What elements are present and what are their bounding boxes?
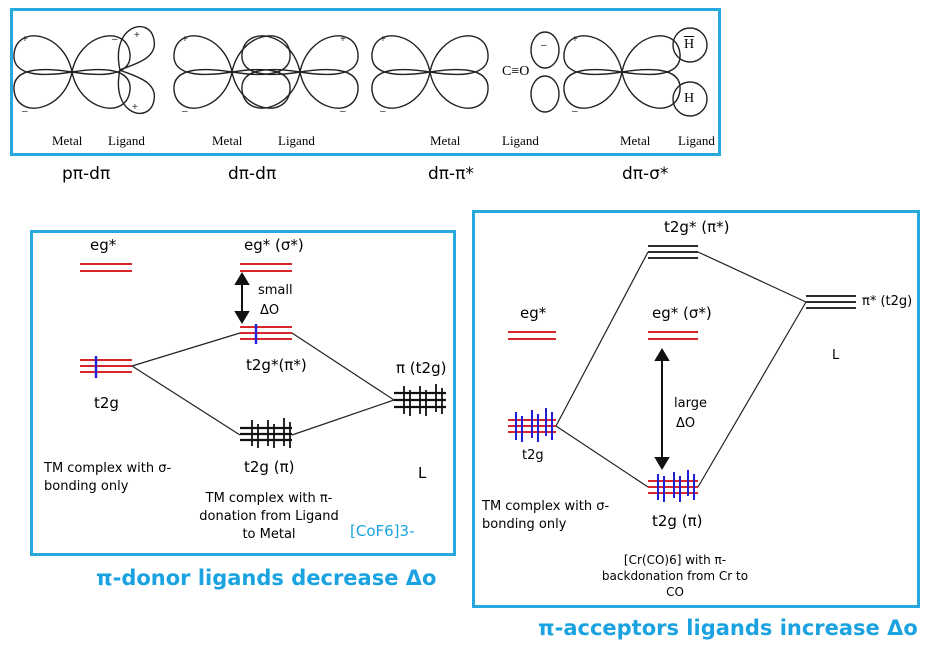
orbital-diagram-d-d-ligand: + – (242, 34, 358, 117)
donor-eg-mid-label: eg* (σ*) (244, 236, 304, 254)
caption-d-d: dπ-dπ (228, 164, 277, 184)
acceptor-levels-black (648, 245, 856, 309)
cof6-complex-label: [CoF6]3- (350, 522, 415, 540)
small-label: small (258, 283, 293, 298)
p-orbital-ligand: + + (117, 25, 155, 115)
donor-energy-lines (131, 332, 395, 436)
svg-text:+: + (380, 34, 386, 45)
donor-delta-label: ΔO (260, 303, 280, 318)
svg-text:+: + (134, 30, 140, 41)
svg-text:–: – (541, 40, 547, 51)
caption-d-sigmastar: dπ-σ* (622, 164, 669, 184)
crco6-complex-label: [Cr(CO)6] with π-backdonation from Cr to… (601, 553, 749, 599)
donor-levels (80, 263, 292, 373)
acceptor-L-label: L (832, 348, 840, 363)
pi-donor-caption: π-donor ligands decrease Δo (96, 566, 437, 590)
svg-text:–: – (22, 106, 28, 117)
svg-text:+: + (22, 34, 28, 45)
caption-d-pistar: dπ-π* (428, 164, 474, 184)
acceptor-pistar-t2g-label: π* (t2g) (862, 294, 913, 309)
acceptor-t2g-pi-label: t2g (π) (652, 512, 703, 530)
donor-t2g-left-label: t2g (94, 394, 119, 412)
acceptor-t2g-left-label: t2g (522, 448, 544, 463)
pi-donor-panel (30, 230, 456, 556)
svg-text:+: + (132, 102, 138, 113)
svg-text:–: – (182, 106, 188, 117)
h2-sigmastar-lobes (672, 27, 708, 117)
acceptor-energy-lines (555, 251, 807, 488)
acceptor-delta-label: ΔO (676, 416, 696, 431)
donor-eg-left-label: eg* (90, 236, 117, 254)
donor-sigma-only-label: TM complex with σ-bonding only (44, 461, 172, 494)
svg-text:+: + (340, 34, 346, 45)
svg-text:–: – (380, 106, 386, 117)
metal-label-1: Metal (52, 133, 83, 148)
donor-L-label: L (418, 464, 427, 482)
ligand-label-3: Ligand (502, 133, 539, 148)
svg-text:–: – (340, 106, 346, 117)
ligand-label-4: Ligand (678, 133, 715, 148)
donor-pi-t2g-label: π (t2g) (396, 359, 447, 377)
orbital-diagram-p-d: + – – (14, 34, 130, 117)
orbital-diagram-d-pistar-metal: + – (372, 34, 488, 117)
ligand-label-2: Ligand (278, 133, 315, 148)
co-molecule-label: C≡O (502, 64, 530, 79)
acceptor-sigma-only-label: TM complex with σ-bonding only (482, 499, 610, 532)
metal-label-2: Metal (212, 133, 243, 148)
svg-text:–: – (572, 106, 578, 117)
acceptor-eg-left-label: eg* (520, 304, 547, 322)
orbital-diagram-d-sigmastar-metal: + – (564, 34, 680, 117)
svg-text:+: + (572, 34, 578, 45)
svg-text:–: – (112, 34, 118, 45)
large-label: large (674, 396, 707, 411)
acceptor-electron-arrows (515, 408, 695, 502)
acceptor-t2g-pistar-label: t2g* (π*) (664, 218, 730, 236)
co-pistar-lobes: – (530, 31, 560, 113)
donor-unpaired-electrons (94, 324, 258, 378)
small-delta-arrow (234, 272, 250, 324)
caption-p-d: pπ-dπ (62, 164, 111, 184)
orbital-overlap-panel (10, 8, 721, 156)
metal-label-3: Metal (430, 133, 461, 148)
donor-pi-donation-label: TM complex with π-donation from Ligand t… (199, 491, 339, 542)
donor-electron-arrows (251, 384, 443, 448)
orbital-diagram-d-d-metal: + – (174, 34, 290, 117)
h-atom-top: H (684, 37, 695, 52)
metal-label-4: Metal (620, 133, 651, 148)
pi-acceptor-caption: π-acceptors ligands increase Δo (538, 616, 918, 640)
h-atom-bottom: H (684, 91, 695, 106)
large-delta-arrow (654, 348, 670, 470)
svg-text:+: + (182, 34, 188, 45)
ligand-label-1: Ligand (108, 133, 145, 148)
pi-acceptor-panel (472, 210, 920, 608)
donor-t2g-pi-label: t2g (π) (244, 458, 295, 476)
acceptor-eg-mid-label: eg* (σ*) (652, 304, 712, 322)
donor-t2g-pistar-label: t2g*(π*) (246, 356, 307, 374)
acceptor-levels-red (508, 331, 698, 494)
